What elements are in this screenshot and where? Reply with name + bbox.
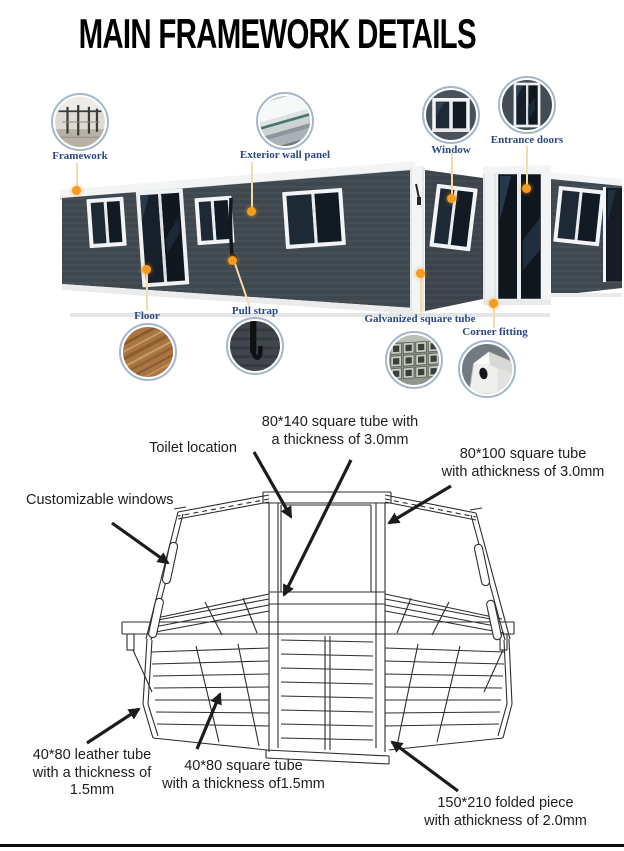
corner-fitting-label: Corner fitting [462,326,528,338]
entrance-doors-leader-line [526,146,528,187]
window-photo [426,90,476,140]
entrance-doors-circle [498,76,556,134]
window-2 [194,195,235,246]
floor-marker-dot [142,265,151,274]
annotation-arrows [86,451,459,793]
floor-photo [123,327,173,377]
exterior-wall-panel-marker-dot [247,207,256,216]
arrow-square-tube-40-80 [195,692,222,750]
entrance-doors-label: Entrance doors [490,134,564,146]
galvanized-square-tube-leader-line [420,277,422,315]
window-1 [86,196,127,249]
pull-strap-label: Pull strap [231,305,279,317]
window-circle [422,86,480,144]
galvanized-square-tube-circle [385,331,443,389]
pull-strap-photo [230,321,280,371]
arrow-tube-80-140 [282,459,353,597]
window-3 [282,188,346,249]
annotation-tube-80-100: 80*100 square tube with athickness of 3.… [441,446,605,480]
window-5 [553,185,605,247]
exterior-wall-panel-label: Exterior wall panel [239,149,331,161]
front-sliding-door [135,188,190,288]
floor-leader-line [146,273,148,311]
framework-leader-line [76,163,78,189]
exterior-wall-panel-photo [260,96,310,146]
arrow-customizable-windows [111,521,170,565]
window-label: Window [431,144,471,156]
exterior-wall-panel-leader-line [251,162,253,210]
floor-label: Floor [134,310,160,322]
page-title: MAIN FRAMEWORK DETAILS [78,10,477,57]
entrance-module [483,165,551,305]
right-glass-door [603,187,622,282]
arrow-tube-80-100 [387,484,452,525]
annotation-square-tube-40-80: 40*80 square tube with a thickness of1.5… [162,758,325,792]
window-marker-dot [447,194,456,203]
house-illustration [60,161,622,317]
arrow-toilet-location [252,451,293,519]
entrance-doors-photo [502,80,552,130]
galvanized-square-tube-label: Galvanized square tube [364,313,476,325]
exterior-wall-panel-circle [256,92,314,150]
arrow-folded-piece-150-210 [390,740,459,793]
framework-label: Framework [52,150,108,162]
annotation-tube-80-140: 80*140 square tube with a thickness of 3… [261,414,419,448]
window-4 [429,183,478,252]
annotation-folded-piece-150-210: 150*210 folded piece with athickness of … [424,795,587,829]
entrance-doors-marker-dot [522,184,531,193]
annotation-toilet-location: Toilet location [149,440,237,456]
corner-post [410,166,425,312]
corner-fitting-leader-line [493,307,495,328]
arrow-leather-tube-40-80 [86,707,141,745]
framework-circle [51,93,109,151]
corner-fitting-circle [458,340,516,398]
galvanized-square-tube-photo [389,335,439,385]
pull-strap-marker-dot [228,256,237,265]
bottom-rule [0,844,624,847]
galvanized-square-tube-marker-dot [416,269,425,278]
annotation-customizable-windows: Customizable windows [26,492,174,508]
corner-fitting-photo [462,344,512,394]
pull-strap-circle [226,317,284,375]
annotation-leather-tube-40-80: 40*80 leather tube with a thickness of 1… [32,747,152,799]
framework-wireframe [86,451,515,793]
wireframe-structure [121,491,515,765]
framework-photo [55,97,105,147]
floor-circle [119,323,177,381]
framework-marker-dot [72,186,81,195]
window-leader-line [451,153,453,197]
corner-fitting-marker-dot [489,299,498,308]
